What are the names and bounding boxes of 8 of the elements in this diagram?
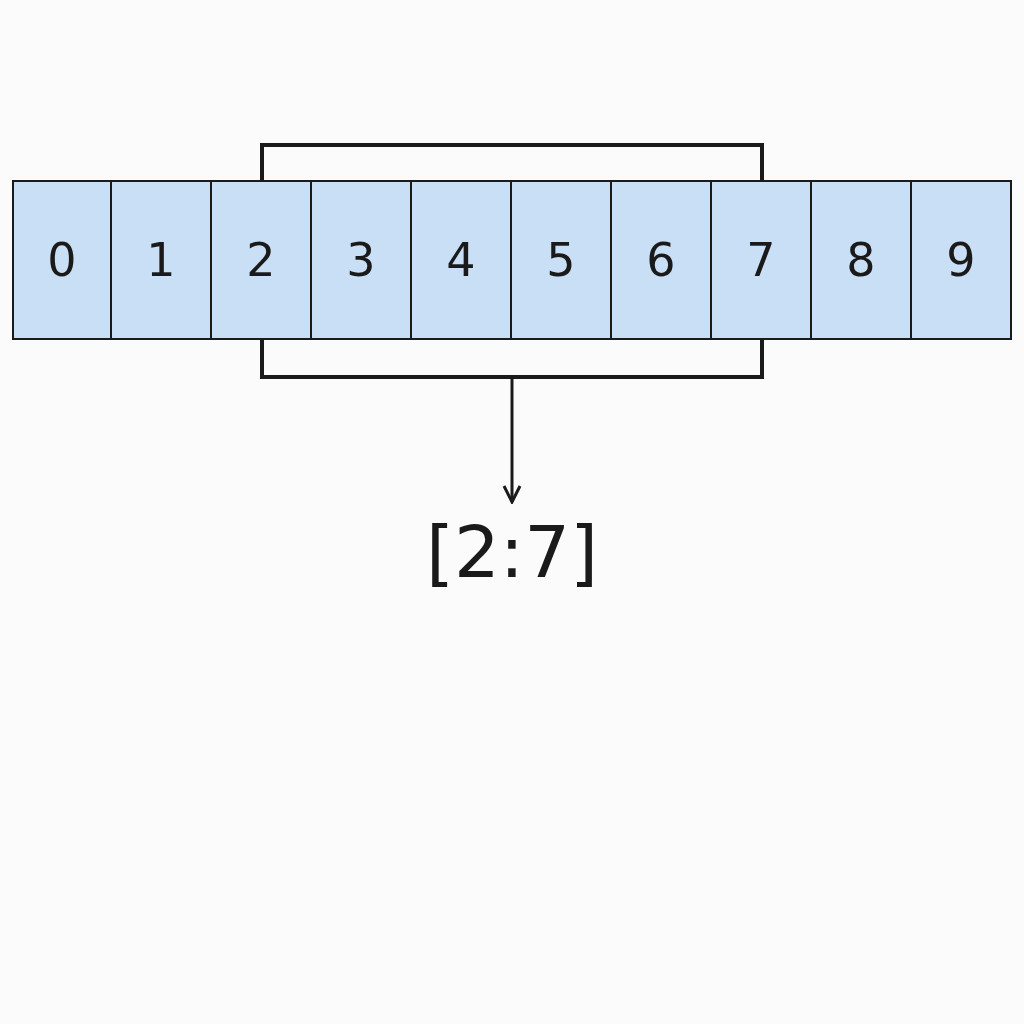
array-cell: 9 bbox=[910, 180, 1012, 340]
array-cell: 0 bbox=[12, 180, 112, 340]
arrow bbox=[502, 377, 522, 504]
array-cell: 2 bbox=[210, 180, 312, 340]
array-cell: 1 bbox=[110, 180, 212, 340]
array-cell: 7 bbox=[710, 180, 812, 340]
array-cell: 8 bbox=[810, 180, 912, 340]
slice-label: [2:7] bbox=[362, 510, 662, 610]
